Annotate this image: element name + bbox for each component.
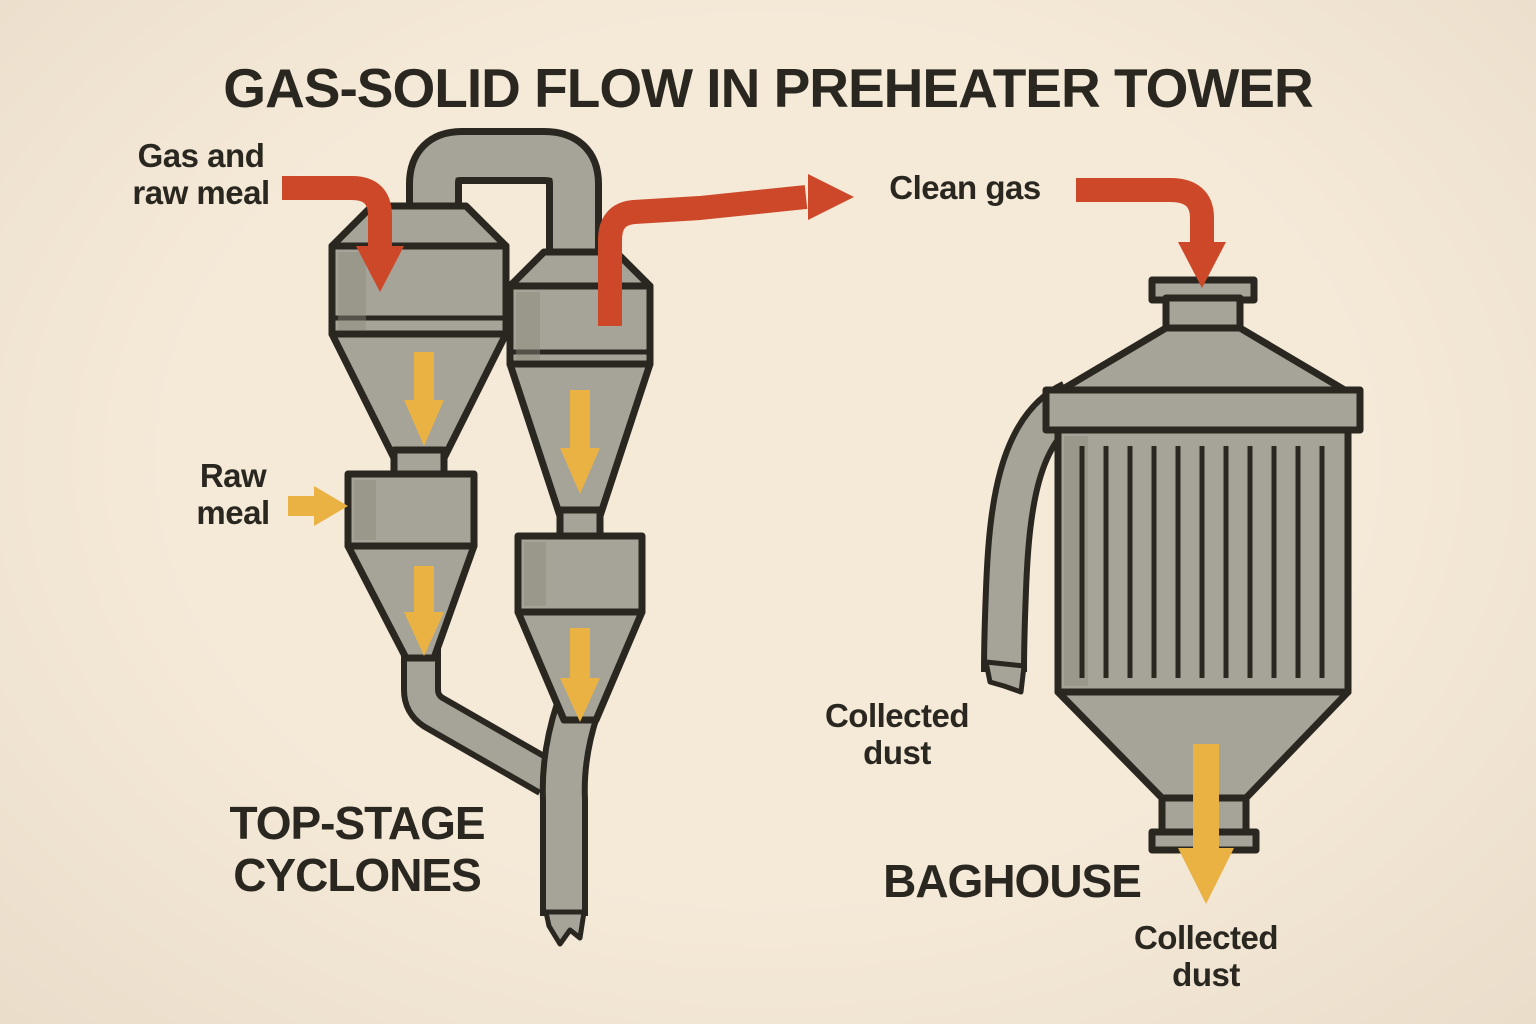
clean-gas-label: Clean gas	[889, 169, 1041, 206]
raw-meal-label: Raw meal	[196, 457, 270, 531]
collected-dust-bottom-label: Collected dust	[1133, 919, 1279, 993]
meal-down-arrow-1	[404, 352, 444, 446]
gas-raw-meal-label: Gas and raw meal	[132, 137, 270, 211]
clean-gas-to-baghouse-arrow	[1076, 178, 1226, 288]
cyclone1-lower-cone	[344, 542, 478, 662]
baghouse-roof	[1054, 324, 1352, 396]
drop-pipe-drip	[543, 909, 587, 947]
clean-gas-duct-arrow	[598, 174, 854, 326]
meal-down-arrow-2	[404, 566, 444, 656]
baghouse-inlet-pipe	[981, 381, 1084, 695]
baghouse-filter-bags	[1079, 446, 1325, 678]
baghouse-vessel	[1042, 276, 1364, 854]
gas-inlet-arrow	[282, 176, 404, 292]
cyclone1-lower-vessel	[344, 470, 478, 550]
meal-down-arrow-4	[560, 628, 600, 722]
baghouse-pipe-drip	[983, 659, 1027, 695]
drop-pipe	[539, 702, 600, 947]
collected-dust-arrow	[1178, 744, 1234, 904]
raw-meal-arrow	[288, 486, 348, 526]
cyclone1-roof	[328, 202, 510, 250]
diagram-title: GAS-SOLID FLOW IN PREHEATER TOWER	[223, 57, 1313, 119]
interconnect-duct	[406, 128, 602, 280]
cyclone-outlet-pipe	[401, 648, 558, 796]
top-stage-cyclones-caption: TOP-STAGE CYCLONES	[229, 797, 485, 901]
baghouse-top-band	[1042, 386, 1364, 434]
collected-dust-side-label: Collected dust	[824, 697, 970, 771]
meal-down-arrow-3	[560, 390, 600, 494]
baghouse-caption: BAGHOUSE	[883, 855, 1142, 907]
cyclone2-roof	[506, 248, 654, 290]
